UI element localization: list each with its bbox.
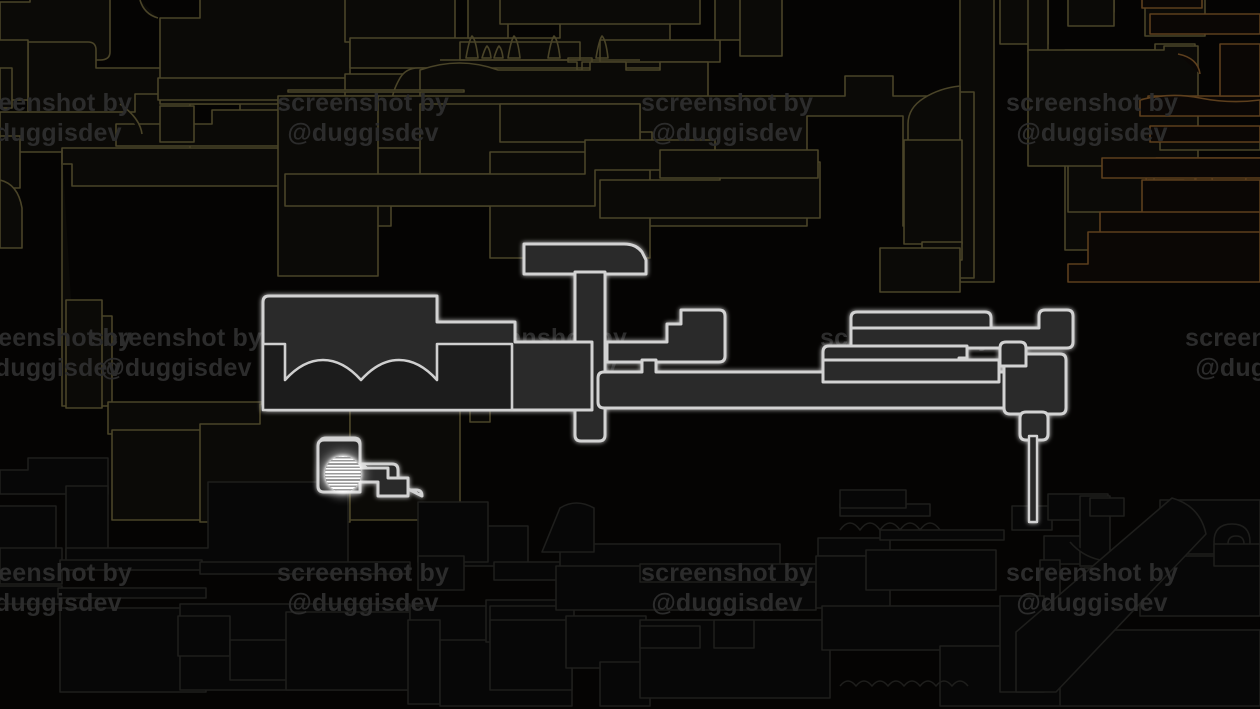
- room-drop-shaft: [1027, 434, 1039, 524]
- room-node-upper: [998, 340, 1028, 368]
- room-east-of-shaft-upper: [605, 308, 727, 364]
- room-node-lower: [1018, 410, 1050, 442]
- player-position-marker[interactable]: [325, 456, 361, 492]
- room-west-lower-passage: [261, 342, 514, 412]
- room-east-hall-lower: [821, 358, 1001, 384]
- room-east-hall-upper: [849, 308, 1075, 350]
- room-upper-ledge: [522, 242, 648, 276]
